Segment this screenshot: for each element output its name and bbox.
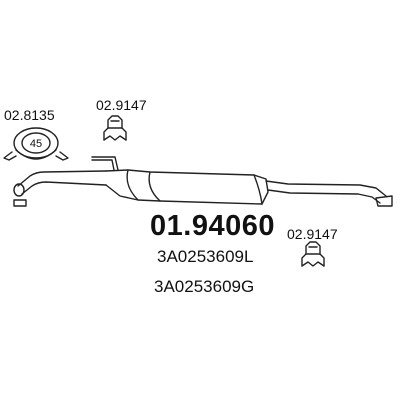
part-ref-clip-lower: 02.9147 xyxy=(287,226,338,242)
clamp-icon xyxy=(3,127,69,161)
oe-reference-1: 3A0253609L xyxy=(157,247,254,266)
part-ref-clamp: 02.8135 xyxy=(4,107,55,123)
mounting-clip-icon xyxy=(301,241,325,267)
part-ref-clip-upper: 02.9147 xyxy=(96,97,147,113)
mounting-clip-icon xyxy=(103,115,127,141)
clamp-marking: 45 xyxy=(30,138,42,150)
main-part-number: 01.94060 xyxy=(150,210,275,242)
oe-reference-2: 3A0253609G xyxy=(154,277,255,296)
rear-silencer xyxy=(13,156,393,207)
